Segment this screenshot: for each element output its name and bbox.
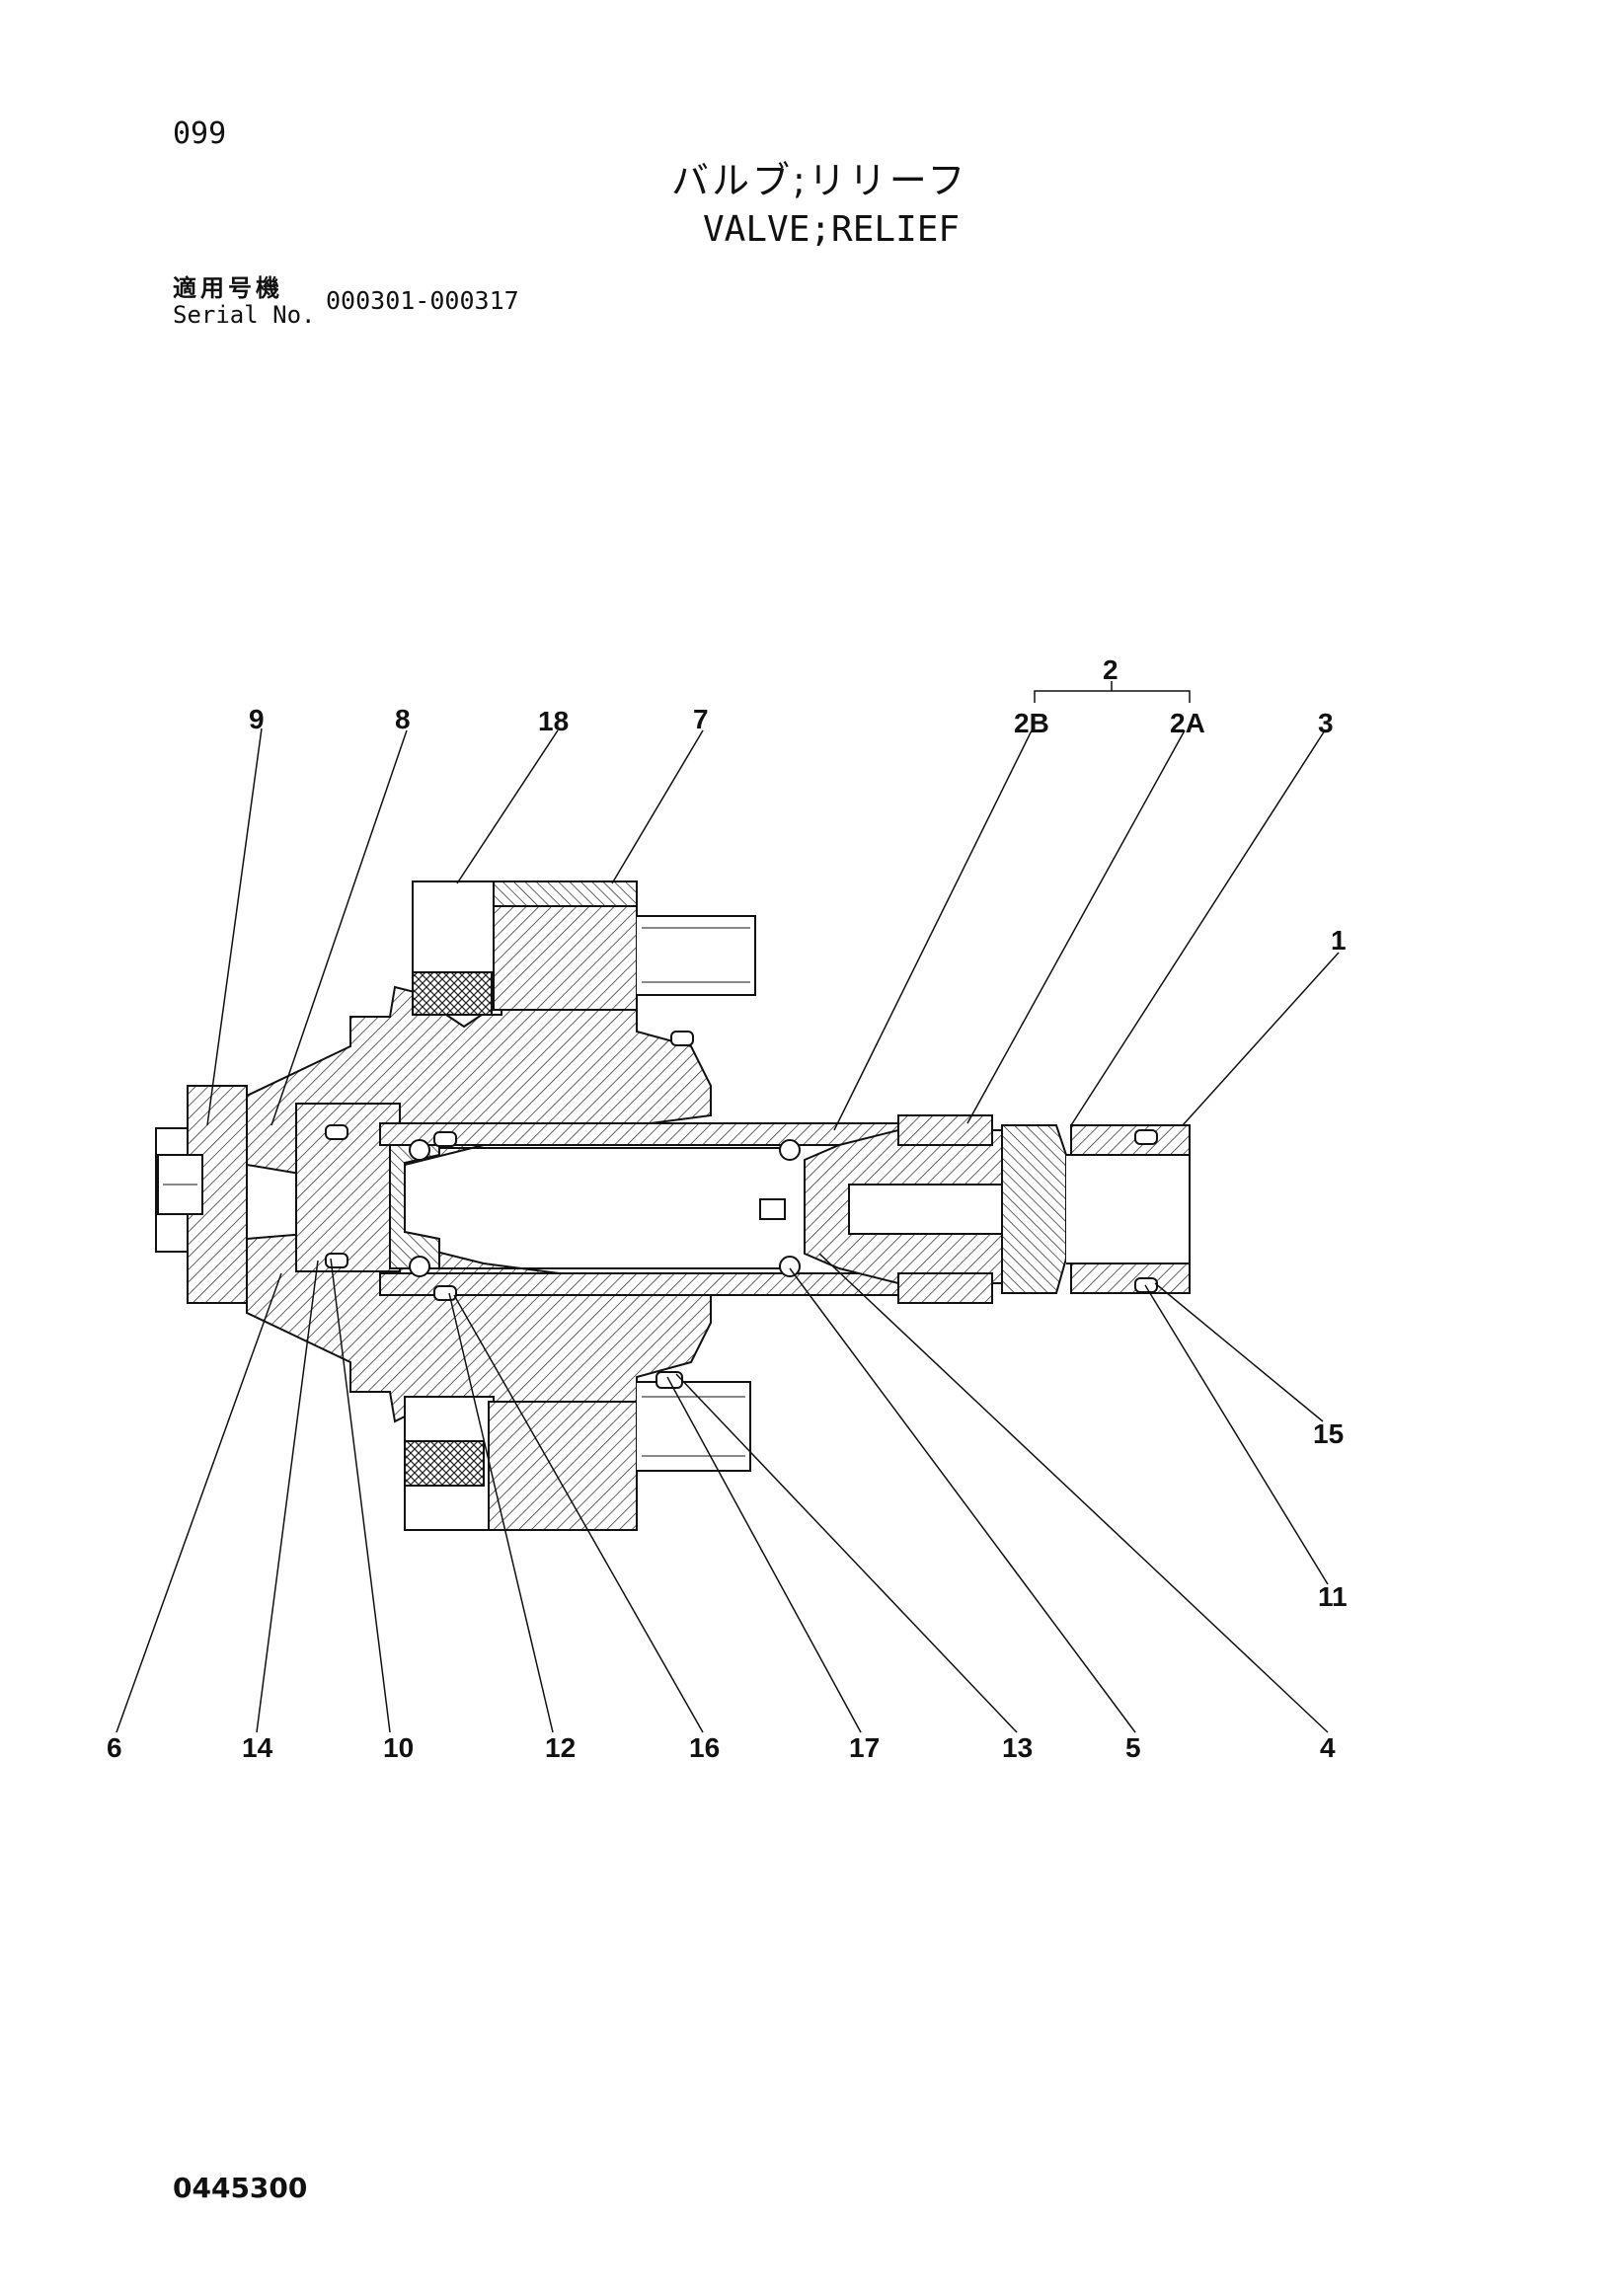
serial-range: 000301-000317 [326,286,519,315]
callout-13: 13 [1002,1732,1033,1763]
page-number: 099 [173,116,227,151]
leader-lines [116,681,1340,1733]
callout-10: 10 [383,1732,414,1763]
callout-14: 14 [242,1732,273,1763]
title-english: VALVE;RELIEF [703,209,961,250]
callout-2B: 2B [1014,708,1049,738]
callout-8: 8 [395,704,411,734]
callout-12: 12 [545,1732,576,1763]
title-japanese: バルブ;リリーフ [671,159,968,202]
callout-5: 5 [1125,1732,1141,1763]
sleeve-and-spring [379,1122,899,1296]
o-rings [325,1031,1158,1389]
callout-1: 1 [1331,925,1347,956]
callout-2: 2 [1103,654,1119,685]
callout-16: 16 [689,1732,720,1763]
serial-label-japanese: 適用号機 [173,274,283,302]
callout-7: 7 [693,704,709,734]
poppet-and-seat [759,1114,1191,1304]
callout-11: 11 [1318,1581,1348,1612]
callout-6: 6 [107,1732,122,1763]
callout-17: 17 [849,1732,880,1763]
callout-4: 4 [1320,1732,1336,1763]
mounting-bolts [404,880,756,1531]
callout-18: 18 [538,706,569,736]
callout-labels: 9 8 18 7 2B 2A 3 2 1 15 11 6 14 10 12 16… [107,654,1348,1763]
document-code: 0445300 [173,2172,308,2204]
serial-label-english: Serial No. [173,301,316,329]
callout-15: 15 [1313,1418,1344,1449]
callout-9: 9 [249,704,265,734]
callout-2A: 2A [1170,708,1205,738]
callout-3: 3 [1318,708,1334,738]
adjusting-screw [155,1085,440,1304]
